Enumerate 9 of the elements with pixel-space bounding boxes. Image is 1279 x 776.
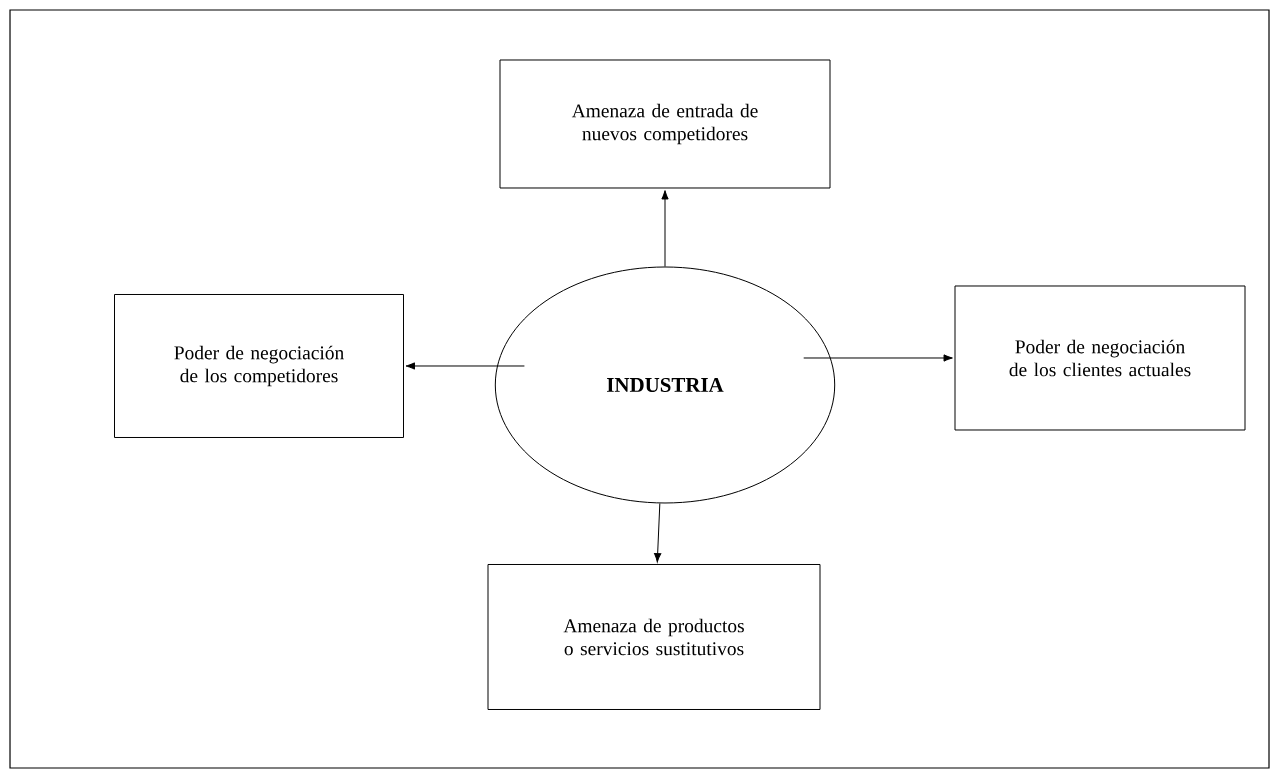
ellipse-node: INDUSTRIA (494, 266, 836, 504)
text-box: Amenaza de productos o servicios sustitutivos (487, 564, 821, 710)
arrow (803, 354, 953, 362)
arrow (661, 190, 669, 267)
text-box: Amenaza de entrada de nuevos competidores (499, 59, 831, 189)
arrow (654, 502, 662, 563)
text-box: Poder de negociación de los clientes actuales (954, 285, 1246, 431)
arrow (405, 362, 525, 370)
text-box: Poder de negociación de los competidores (114, 294, 404, 438)
